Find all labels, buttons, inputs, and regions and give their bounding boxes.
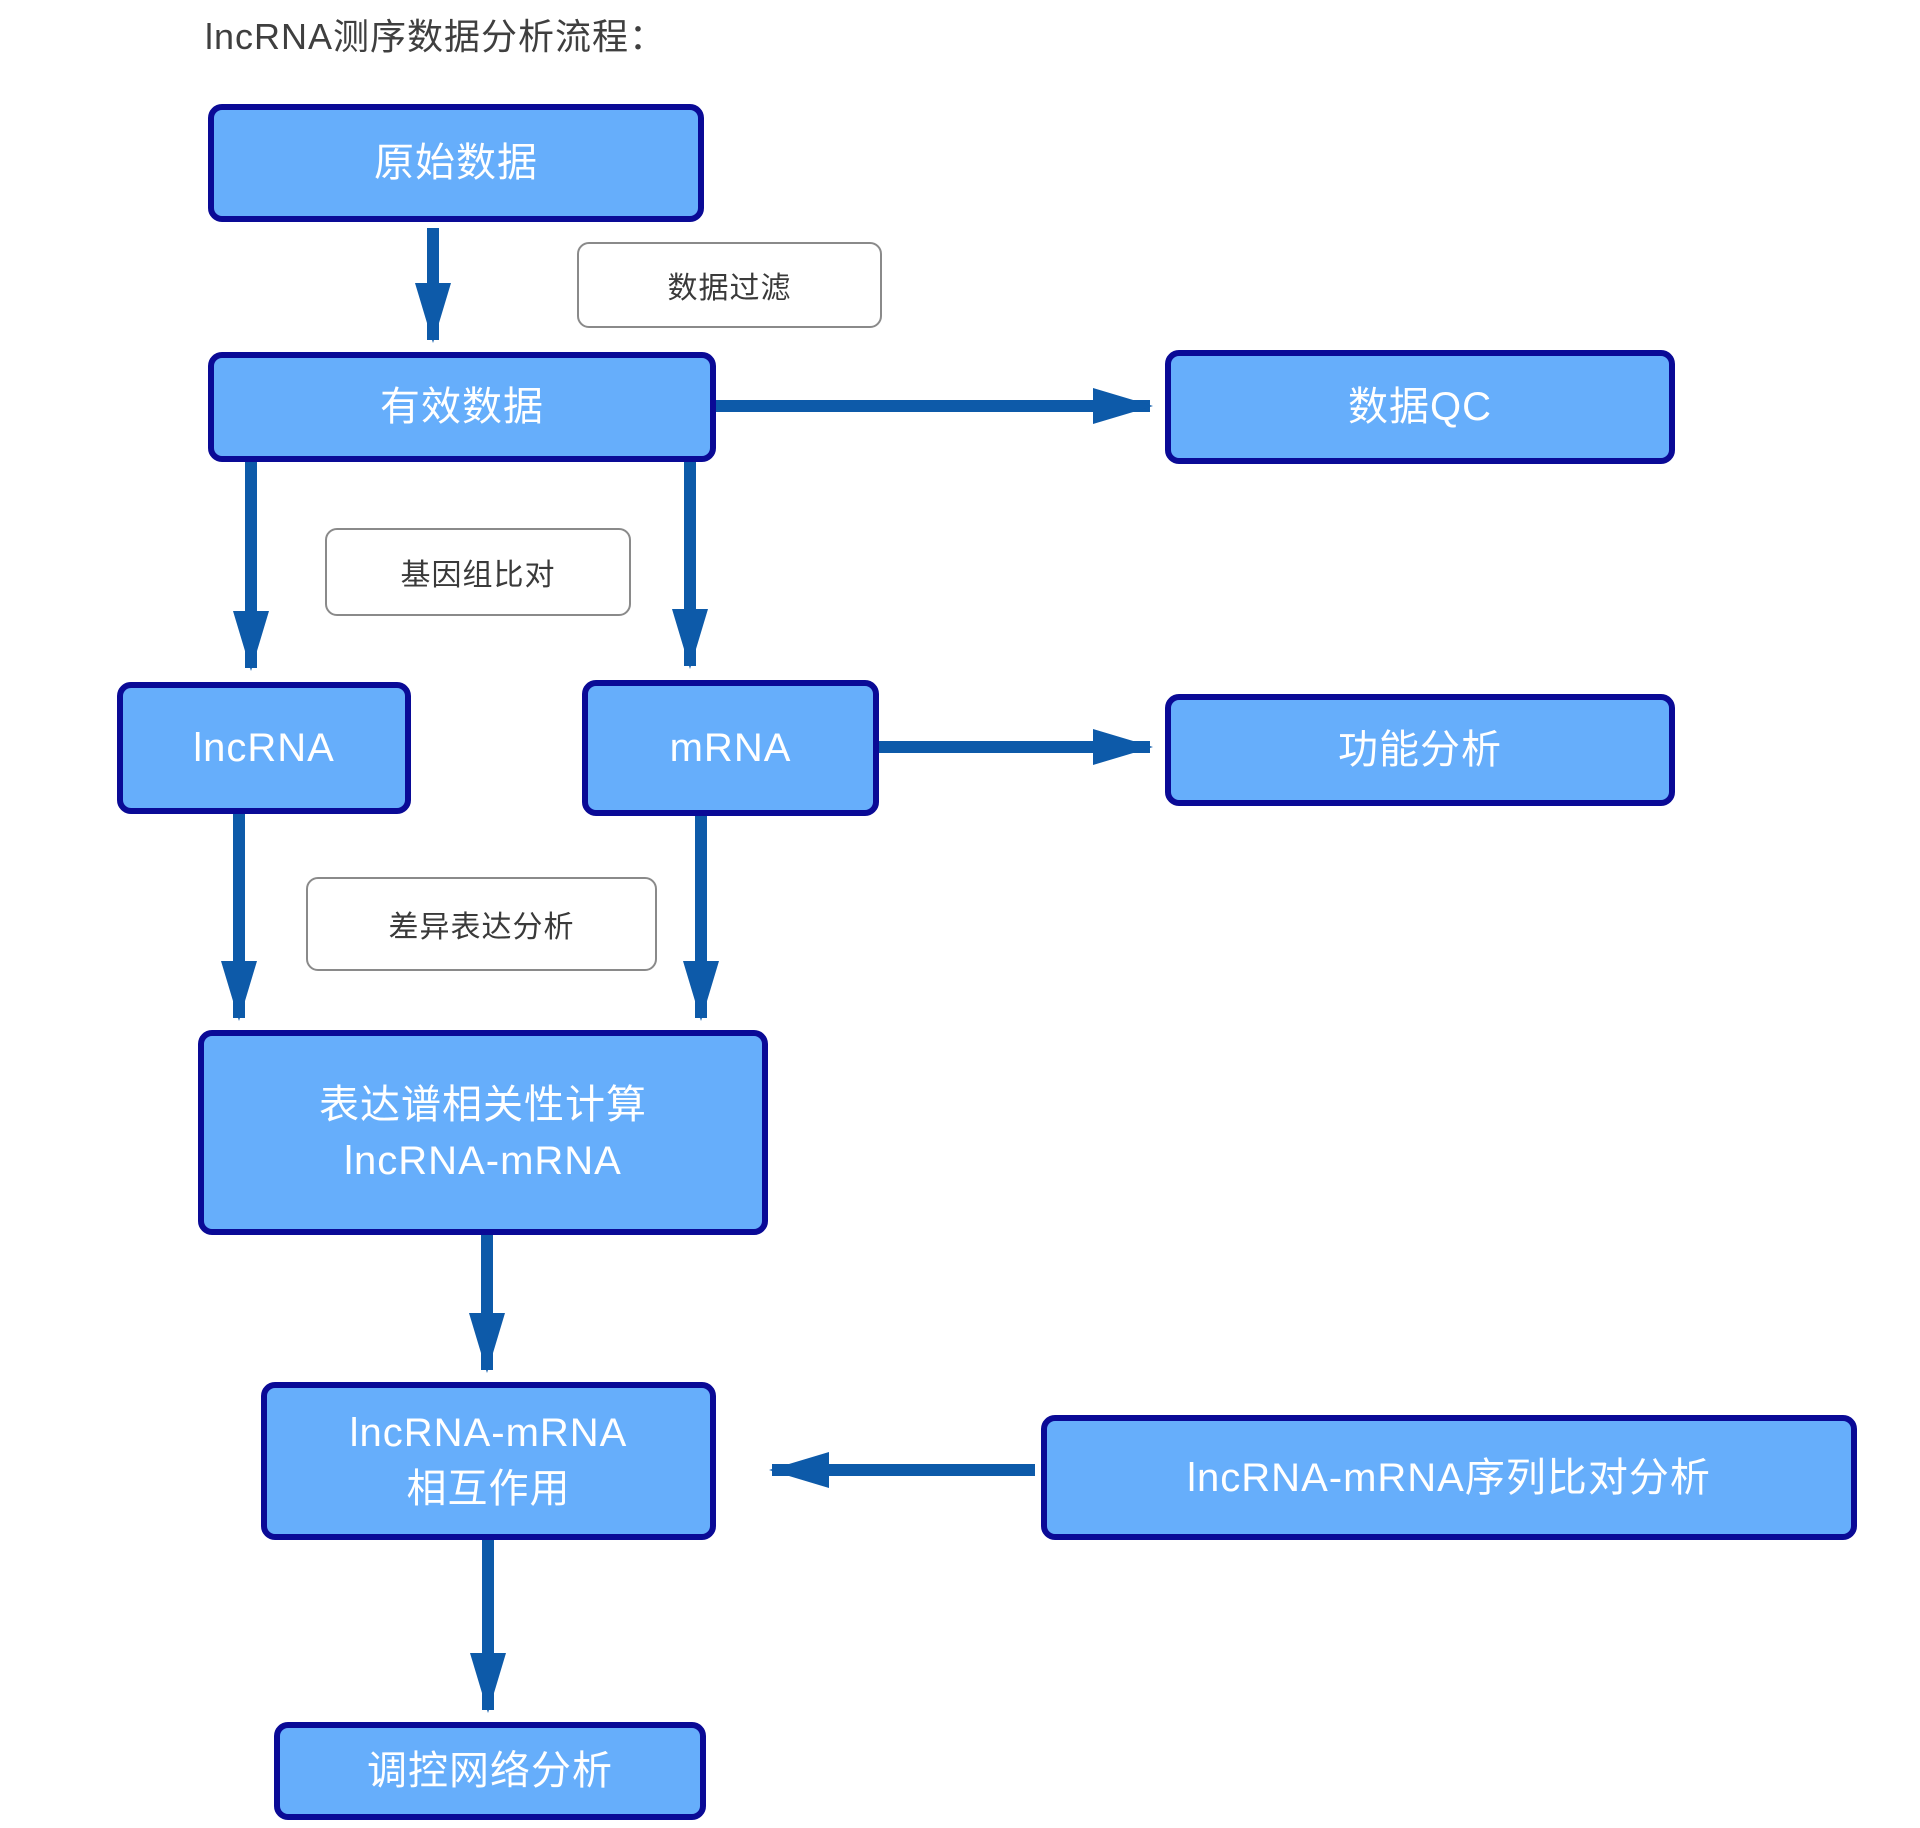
node-expression-correlation: 表达谱相关性计算 lncRNA-mRNA (198, 1030, 768, 1235)
node-data-qc-label: 数据QC (1348, 385, 1492, 429)
edge-label-genome-alignment: 基因组比对 (325, 528, 631, 616)
node-regulatory-network-analysis: 调控网络分析 (274, 1722, 706, 1820)
node-lncrna-label: lncRNA (193, 726, 335, 770)
node-sequence-alignment-analysis-label: lncRNA-mRNA序列比对分析 (1187, 1455, 1711, 1500)
node-valid-data-label: 有效数据 (380, 385, 544, 429)
node-lncrna-mrna-interaction-line2: 相互作用 (406, 1467, 571, 1511)
node-raw-data-label: 原始数据 (374, 141, 538, 185)
node-expression-correlation-line2: lncRNA-mRNA (344, 1138, 622, 1183)
node-valid-data: 有效数据 (208, 352, 716, 462)
node-regulatory-network-analysis-label: 调控网络分析 (367, 1749, 613, 1793)
edge-label-data-filter-text: 数据过滤 (667, 272, 792, 305)
node-lncrna: lncRNA (117, 682, 411, 814)
page-title: lncRNA测序数据分析流程： (205, 16, 667, 57)
node-lncrna-mrna-interaction: lncRNA-mRNA 相互作用 (261, 1382, 716, 1540)
edge-label-genome-alignment-text: 基因组比对 (400, 559, 556, 592)
node-expression-correlation-line1: 表达谱相关性计算 (319, 1082, 647, 1127)
node-data-qc: 数据QC (1165, 350, 1675, 464)
node-mrna: mRNA (582, 680, 879, 816)
edge-label-diff-expression: 差异表达分析 (306, 877, 657, 971)
node-lncrna-mrna-interaction-line1: lncRNA-mRNA (349, 1411, 628, 1455)
node-function-analysis-label: 功能分析 (1338, 728, 1502, 772)
node-mrna-label: mRNA (669, 726, 792, 770)
node-function-analysis: 功能分析 (1165, 694, 1675, 806)
node-raw-data: 原始数据 (208, 104, 704, 222)
edge-label-data-filter: 数据过滤 (577, 242, 882, 328)
node-sequence-alignment-analysis: lncRNA-mRNA序列比对分析 (1041, 1415, 1857, 1540)
edge-label-diff-expression-text: 差异表达分析 (388, 911, 575, 944)
